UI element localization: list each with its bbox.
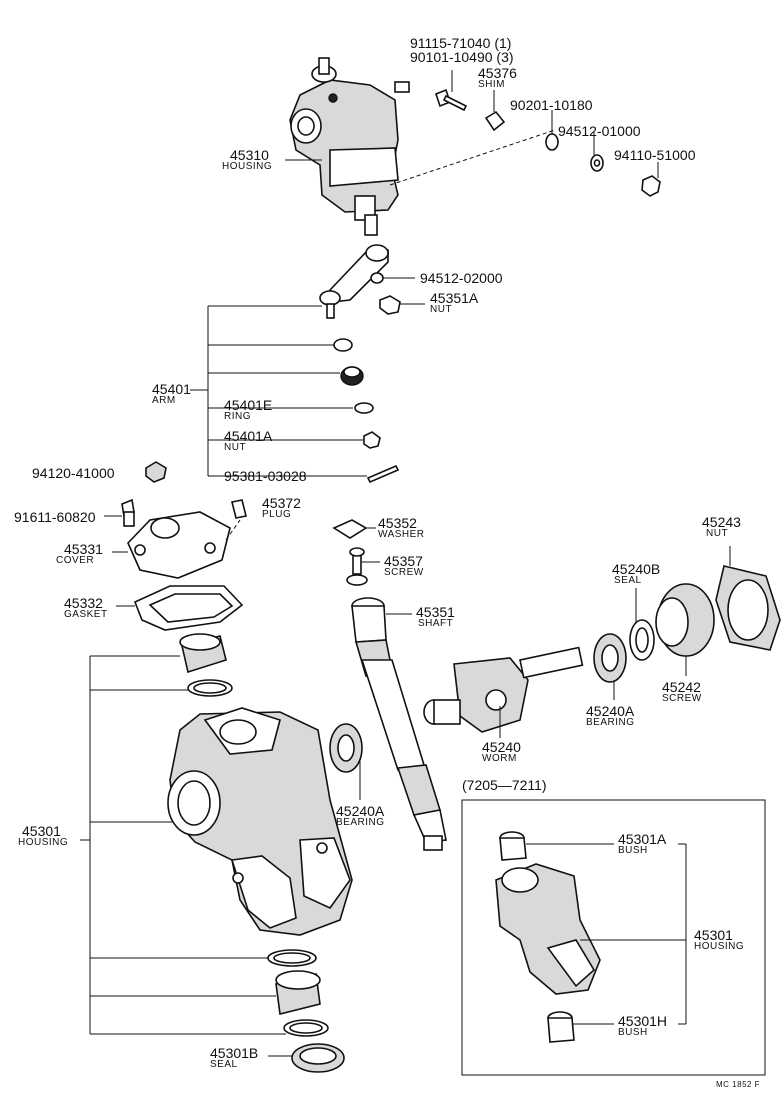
label-bush-a: BUSH [618, 845, 648, 856]
label-45240A-right: 45240A [586, 703, 635, 719]
inset-housing-illustration [495, 831, 601, 1043]
label-45242: 45242 [662, 679, 701, 695]
label-arm: ARM [152, 395, 176, 406]
label-45372: 45372 [262, 495, 301, 511]
needle-bearing-illustration [179, 633, 227, 674]
label-bush-b: BUSH [618, 1027, 648, 1038]
label-94512-02000: 94512-02000 [420, 270, 503, 286]
label-nut-a: NUT [430, 304, 453, 315]
label-91115-71040: 91115-71040 (1) [410, 35, 512, 51]
adjusting-screw-45242-illustration [655, 583, 715, 657]
label-45240B: 45240B [612, 561, 661, 577]
seal-45240B-illustration [629, 619, 655, 661]
label-45240: 45240 [482, 739, 521, 755]
label-45401: 45401 [152, 381, 191, 397]
label-45401A: 45401A [224, 428, 273, 444]
lower-bearing-illustration [275, 970, 321, 1015]
label-washer: WASHER [378, 529, 425, 540]
label-94110-51000: 94110-51000 [614, 147, 696, 163]
label-90101-10490: 90101-10490 (3) [410, 49, 514, 65]
label-45301H: 45301H [618, 1013, 668, 1029]
label-45301: 45301 [22, 823, 61, 839]
cover-45331-illustration [127, 511, 231, 579]
label-cover: COVER [56, 555, 95, 566]
label-45376: 45376 [478, 65, 517, 81]
nut-94110-illustration [641, 175, 661, 197]
main-housing-45301-illustration [167, 707, 353, 936]
pitman-arm-illustration [319, 244, 389, 319]
footer-code: MC 1852 F [716, 1080, 761, 1089]
bearing-45240A-left-illustration [329, 723, 363, 773]
bearing-45240A-right-illustration [593, 633, 627, 683]
seal-45301B-illustration [291, 1043, 345, 1073]
label-91611-60820: 91611-60820 [14, 509, 96, 525]
inset-range-label: (7205—7211) [462, 777, 547, 793]
label-45357: 45357 [384, 553, 423, 569]
variant-inset-frame [461, 799, 766, 1076]
label-90201-10180: 90201-10180 [510, 97, 593, 113]
label-94120-41000: 94120-41000 [32, 465, 115, 481]
washer-90201-illustration [545, 133, 559, 151]
label-45240A-left: 45240A [336, 803, 385, 819]
lock-nut-45243-illustration [715, 565, 781, 651]
label-seal-a: SEAL [614, 575, 642, 586]
label-ring: RING [224, 411, 251, 422]
label-45243: 45243 [702, 514, 741, 530]
label-gasket: GASKET [64, 609, 108, 620]
gear-box-assembly-illustration [289, 57, 410, 236]
label-bearing-left: BEARING [336, 817, 385, 828]
label-45301-inset: 45301 [694, 927, 733, 943]
label-shim: SHIM [478, 79, 505, 90]
label-bearing-right: BEARING [586, 717, 635, 728]
label-worm: WORM [482, 753, 517, 764]
washer-94512-01000-illustration [590, 154, 604, 172]
label-screw-a: SCREW [384, 567, 424, 578]
gasket-45332-illustration [133, 585, 244, 631]
worm-45240-illustration [423, 646, 584, 733]
label-45351: 45351 [416, 604, 455, 620]
label-housing-main: HOUSING [18, 837, 69, 848]
label-housing-inset: HOUSING [694, 941, 745, 952]
label-45401E: 45401E [224, 397, 273, 413]
label-nut-b: NUT [224, 442, 247, 453]
label-shaft: SHAFT [418, 618, 454, 629]
label-94512-01000: 94512-01000 [558, 123, 641, 139]
label-45301A: 45301A [618, 831, 667, 847]
sector-shaft-45351-illustration [351, 597, 447, 851]
label-housing-top: HOUSING [222, 161, 273, 172]
label-95381-03028: 95381-03028 [224, 468, 307, 484]
label-45332: 45332 [64, 595, 103, 611]
label-45352: 45352 [378, 515, 417, 531]
label-screw-b: SCREW [662, 693, 702, 704]
label-45310: 45310 [230, 147, 269, 163]
shim-45376-illustration [484, 110, 506, 132]
label-seal-b: SEAL [210, 1059, 238, 1070]
label-45301B: 45301B [210, 1045, 259, 1061]
label-plug: PLUG [262, 509, 292, 520]
label-nut-c: NUT [706, 528, 729, 539]
label-45351A: 45351A [430, 290, 479, 306]
bolt-91115-illustration [435, 88, 468, 112]
label-45331: 45331 [64, 541, 103, 557]
